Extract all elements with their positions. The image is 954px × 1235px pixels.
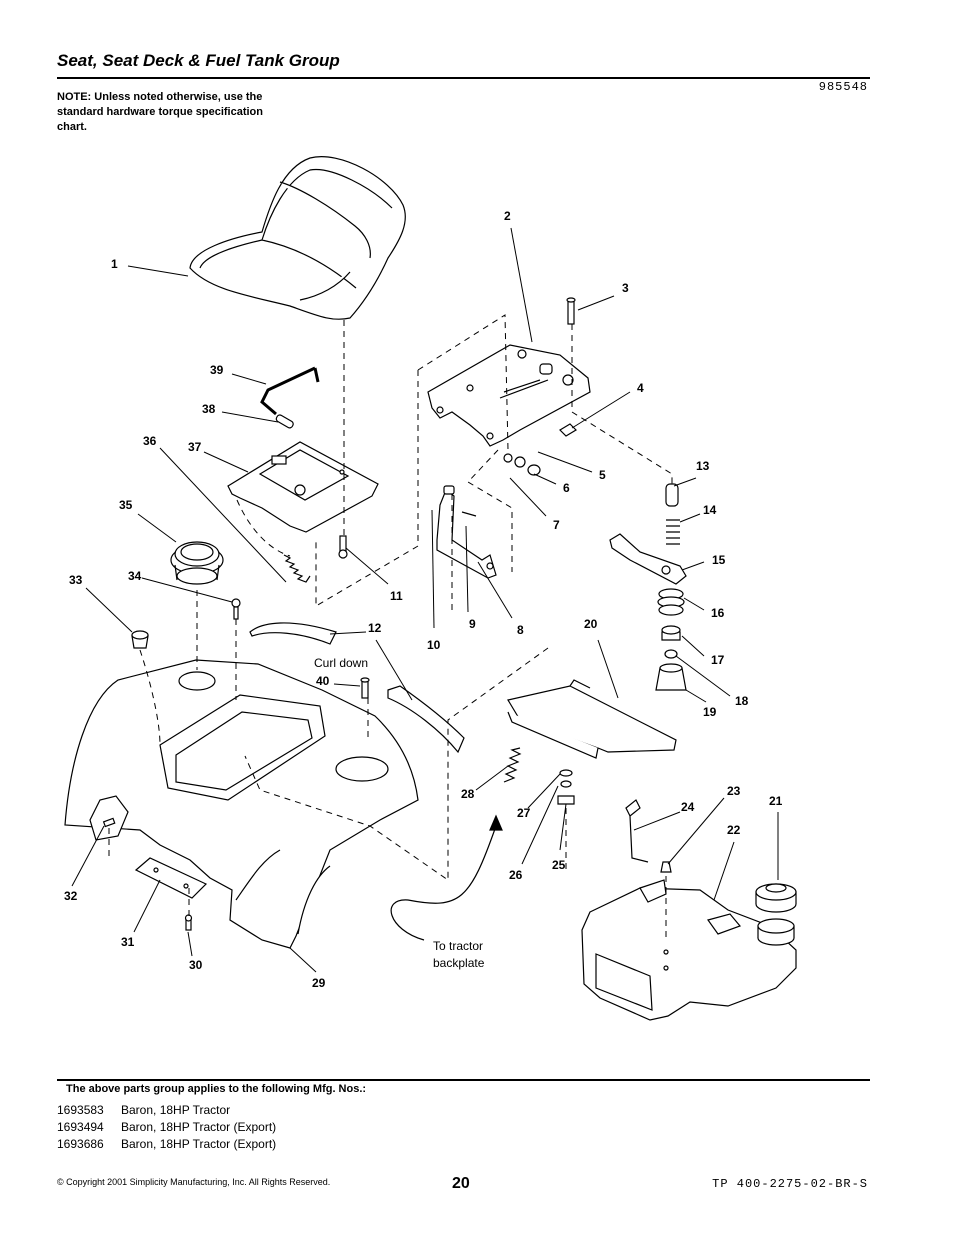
callout-27: 27 (517, 806, 531, 820)
curl-down-label: Curl down (314, 656, 368, 670)
fuel-grommet (170, 541, 224, 585)
mfg-row: 1693494 Baron, 18HP Tractor (Export) (57, 1119, 276, 1136)
edge-trim (387, 685, 465, 754)
callout-31: 31 (121, 935, 135, 949)
callout-20: 20 (584, 617, 598, 631)
seat-plate (427, 344, 591, 447)
callout-8: 8 (517, 623, 524, 637)
suspension-parts (609, 483, 687, 691)
hole-plug (131, 630, 149, 649)
callout-14: 14 (703, 503, 717, 517)
callout-16: 16 (711, 606, 725, 620)
annotations: Curl down To tractor backplate (314, 656, 485, 970)
seat (189, 156, 406, 320)
callout-21: 21 (769, 794, 783, 808)
callout-23: 23 (727, 784, 741, 798)
callout-19: 19 (703, 705, 717, 719)
callout-12: 12 (368, 621, 382, 635)
page-title: Seat, Seat Deck & Fuel Tank Group (57, 51, 340, 70)
mfg-number: 1693583 (57, 1103, 104, 1117)
screw (231, 598, 241, 620)
callout-numbers: 1 2 3 4 5 6 7 8 9 10 11 12 13 14 15 16 1… (64, 209, 783, 990)
seat-deck-fender (64, 659, 419, 949)
mfg-description: Baron, 18HP Tractor (121, 1103, 231, 1117)
callout-28: 28 (461, 787, 475, 801)
callout-32: 32 (64, 889, 78, 903)
callout-37: 37 (188, 440, 202, 454)
callout-40: 40 (316, 674, 330, 688)
callout-39: 39 (210, 363, 224, 377)
deck-bolt (360, 677, 370, 699)
title-rule (57, 77, 870, 79)
callout-38: 38 (202, 402, 216, 416)
callout-4: 4 (637, 381, 644, 395)
flange-nut (559, 423, 577, 437)
bracket-screw (184, 914, 193, 931)
callout-10: 10 (427, 638, 441, 652)
callout-26: 26 (509, 868, 523, 882)
seat-bracket (436, 485, 497, 579)
spring-hardware (557, 769, 575, 805)
pivot-bolt (338, 535, 348, 559)
callout-33: 33 (69, 573, 83, 587)
alignment-lines (108, 314, 673, 940)
fuel-vent (660, 861, 672, 873)
callout-34: 34 (128, 569, 142, 583)
callout-5: 5 (599, 468, 606, 482)
mfg-row: 1693583 Baron, 18HP Tractor (57, 1102, 276, 1119)
copyright-notice: © Copyright 2001 Simplicity Manufacturin… (57, 1177, 331, 1187)
callout-11: 11 (390, 589, 403, 603)
backplate-label: backplate (433, 956, 485, 970)
mfg-description: Baron, 18HP Tractor (Export) (121, 1137, 277, 1151)
rod-pin (275, 414, 294, 429)
callout-25: 25 (552, 858, 566, 872)
applies-heading: The above parts group applies to the fol… (66, 1083, 367, 1095)
mfg-description: Baron, 18HP Tractor (Export) (121, 1120, 277, 1134)
trim-strip (249, 622, 337, 645)
torque-note: NOTE: Unless noted otherwise, use the st… (57, 91, 263, 133)
mfg-number: 1693686 (57, 1137, 104, 1151)
callout-6: 6 (563, 481, 570, 495)
seat-hardware (503, 453, 541, 476)
callout-22: 22 (727, 823, 741, 837)
carriage-bolt (566, 297, 576, 325)
mfg-row: 1693686 Baron, 18HP Tractor (Export) (57, 1136, 276, 1153)
to-tractor-label: To tractor (433, 939, 483, 953)
callout-1: 1 (111, 257, 118, 271)
callout-2: 2 (504, 209, 511, 223)
backplate-arrow (390, 814, 503, 941)
callout-30: 30 (189, 958, 203, 972)
callout-15: 15 (712, 553, 726, 567)
footer-rule (57, 1079, 870, 1081)
callout-18: 18 (735, 694, 749, 708)
callout-3: 3 (622, 281, 629, 295)
callout-24: 24 (681, 800, 695, 814)
callout-36: 36 (143, 434, 157, 448)
tension-spring (503, 747, 522, 783)
callout-35: 35 (119, 498, 133, 512)
callout-17: 17 (711, 653, 725, 667)
seat-rod (260, 366, 320, 416)
fuel-cap (755, 883, 797, 946)
seat-spring (283, 554, 311, 583)
panel-screw (102, 817, 116, 828)
tp-number: TP 400-2275-02-BR-S (712, 1177, 868, 1191)
callout-29: 29 (312, 976, 326, 990)
seat-support-bracket (507, 679, 677, 759)
page-number: 20 (452, 1175, 470, 1192)
callout-13: 13 (696, 459, 710, 473)
seat-hinge-plate (227, 441, 379, 533)
callout-7: 7 (553, 518, 560, 532)
mfg-number: 1693494 (57, 1120, 104, 1134)
callout-9: 9 (469, 617, 476, 631)
leader-lines (71, 227, 779, 973)
diagram-number: 985548 (818, 80, 868, 94)
fuel-line (625, 799, 649, 863)
